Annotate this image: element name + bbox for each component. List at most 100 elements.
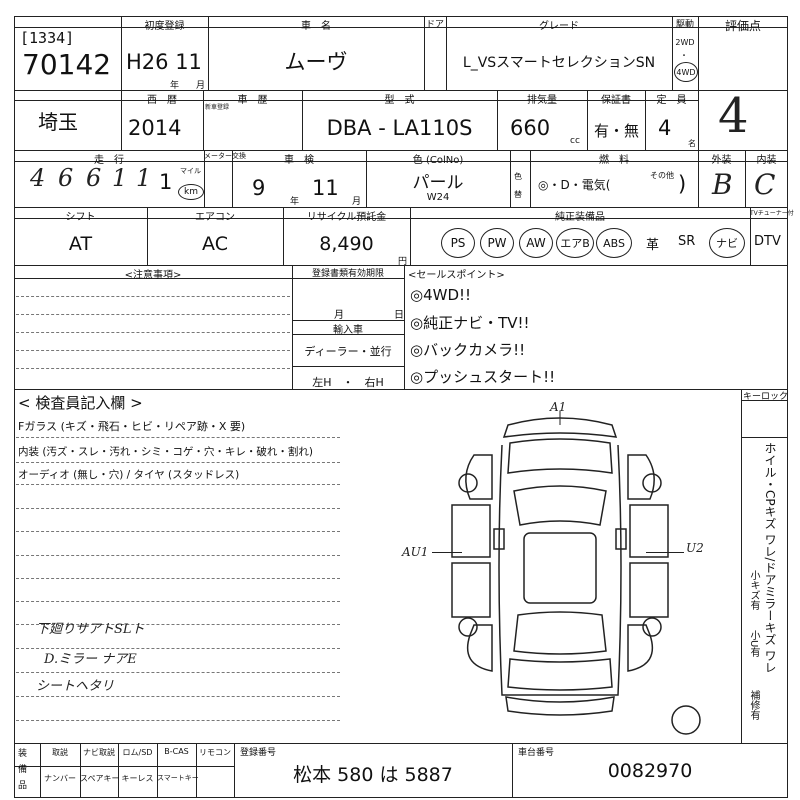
warranty-value: 有・無 [594, 122, 640, 140]
car-damage-diagram: A1 [451, 400, 701, 735]
deadline-day: 日 [394, 310, 404, 321]
score-value: 4 [718, 88, 749, 144]
year-value: 2014 [128, 116, 182, 140]
inspection-year: 9 [252, 176, 266, 200]
inspection-month: 11 [312, 176, 339, 200]
grade-value: L_VSスマートセレクションSN [462, 55, 656, 71]
displacement-label: 排気量 [527, 95, 557, 106]
car-name: ムーヴ [284, 50, 348, 74]
reg-month-unit: 月 [196, 81, 206, 91]
history-note: 新車登録 [205, 104, 230, 111]
score-label: 評価点 [724, 19, 761, 33]
reg-year-label: 初度登録 [144, 21, 185, 32]
item-navi-manual: ナビ取説 [83, 748, 115, 757]
drive-2wd: 2WD [675, 38, 695, 47]
mileage-digit: 6 [86, 164, 102, 192]
drive-label: 駆動 [675, 20, 694, 30]
equip-abs: ABS [596, 228, 632, 258]
sales-point: ◎プッシュスタート!! [410, 368, 556, 386]
inspection-month-unit: 月 [352, 197, 362, 207]
steering-side: 左H ・ 右H [312, 376, 384, 389]
exterior-grade: B [712, 168, 733, 201]
fuel-label: 燃 料 [599, 155, 629, 166]
chassis-label: 車台番号 [518, 748, 555, 758]
car-name-label: 車 名 [301, 21, 331, 32]
recycle-unit: 円 [398, 257, 408, 267]
drive-4wd: 4WD [674, 62, 698, 82]
color-change-label: 色替 [514, 172, 522, 199]
capacity-value: 4 [658, 116, 672, 140]
hand-note: D.ミラー ナアE [44, 652, 137, 667]
recycle-label: リサイクル預託金 [306, 212, 387, 223]
model-value: DBA - LA110S [326, 116, 473, 140]
exterior-label: 外装 [711, 155, 732, 166]
equip-aw: AW [519, 228, 553, 258]
item-manual: 取説 [52, 748, 68, 757]
lot-number: 70142 [22, 48, 112, 81]
fuel-other: その他 [650, 171, 674, 180]
era-label: 西 暦 [147, 95, 177, 106]
lot-bracket: [1334] [20, 29, 75, 47]
side-sub: 小U有 [748, 630, 759, 658]
inspection-year-unit: 年 [290, 197, 300, 207]
shift-value: AT [68, 233, 93, 255]
chassis-number: 0082970 [607, 760, 693, 782]
caution-label: <注意事項> [124, 270, 182, 281]
side-legend: ホイル・CPキズ ワレ/ドアミラーキズ ワレ [763, 442, 777, 674]
hand-note: 下廻りサアトSLト [36, 622, 145, 637]
fuel-value: ◎・D・電気( [538, 178, 611, 192]
shift-label: シフト [65, 212, 96, 223]
equip-dtv: DTV [754, 234, 781, 249]
displacement-value: 660 [510, 116, 551, 140]
region: 埼玉 [38, 110, 78, 134]
sales-points-label: <セールスポイント> [408, 270, 505, 281]
warranty-label: 保証書 [601, 95, 631, 106]
equip-airbag: エアB [556, 228, 594, 258]
reg-no-label: 登録番号 [240, 748, 277, 758]
audio-tire-check: オーディオ (無し・穴) / タイヤ (スタッドレス) [18, 469, 240, 481]
side-sub: 小キズ有 [748, 570, 759, 610]
capacity-label: 定 員 [656, 95, 687, 106]
km-unit: km [178, 184, 204, 200]
fuel-close: ) [678, 172, 687, 196]
cc-unit: cc [570, 136, 580, 146]
mileage-digit: 6 [58, 164, 74, 192]
glass-check: Fガラス (キズ・飛石・ヒビ・リペア跡・X 要) [18, 420, 246, 433]
color-label: 色 (ColNo) [412, 155, 464, 166]
reg-date: H26 11 [126, 50, 202, 74]
color-value: パール [412, 173, 464, 193]
grade-label: グレード [539, 21, 579, 32]
sales-point: ◎4WD!! [410, 286, 472, 304]
item-smart-key: スマートキー [157, 774, 199, 782]
equip-sr: SR [678, 234, 696, 249]
interior-label: 内装 [756, 155, 777, 166]
hand-note: シートヘタリ [36, 679, 115, 694]
equip-ps: PS [441, 228, 475, 258]
meter-change-label: メーター交換 [204, 152, 246, 160]
inspector-label: < 検査員記入欄 > [18, 394, 143, 412]
equipment-col-label: 装 備 品 [18, 749, 28, 791]
aircon-label: エアコン [195, 212, 235, 223]
item-keyless: キーレス [121, 774, 154, 783]
mark-right: U2 [686, 541, 704, 555]
item-spare-key: スペアキー [80, 774, 120, 783]
plate-number: 松本 580 は 5887 [293, 764, 453, 786]
drive-dot: ・ [680, 51, 688, 60]
deadline-month: 月 [334, 310, 344, 321]
item-plate: ナンバー [44, 774, 76, 783]
mark-right-line [646, 552, 684, 553]
item-rom-sd: ロム/SD [122, 748, 153, 757]
equip-leather: 革 [646, 238, 660, 253]
mark-front: A1 [549, 400, 566, 414]
mileage-digit: 4 [30, 164, 46, 192]
color-number: W24 [426, 192, 450, 203]
equip-pw: PW [480, 228, 514, 258]
equipment-label: 純正装備品 [555, 212, 605, 223]
tv-tuner-label: TVチューナー付 [750, 210, 794, 217]
mileage-digit: 1 [112, 164, 128, 192]
interior-check: 内装 (汚ズ・スレ・汚れ・シミ・コゲ・穴・キレ・破れ・割れ) [18, 446, 314, 458]
import-label: 輸入車 [333, 325, 363, 336]
dealer-parallel: ディーラー・並行 [304, 345, 392, 358]
sales-point: ◎バックカメラ!! [410, 341, 526, 359]
history-label: 車 歴 [237, 95, 268, 106]
